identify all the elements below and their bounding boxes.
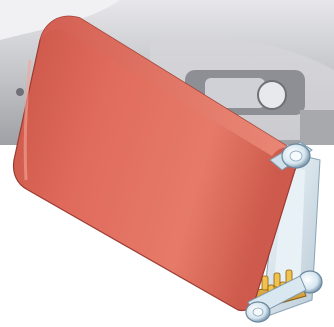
illustration-scene (0, 0, 334, 327)
belt-illustration (0, 0, 334, 327)
